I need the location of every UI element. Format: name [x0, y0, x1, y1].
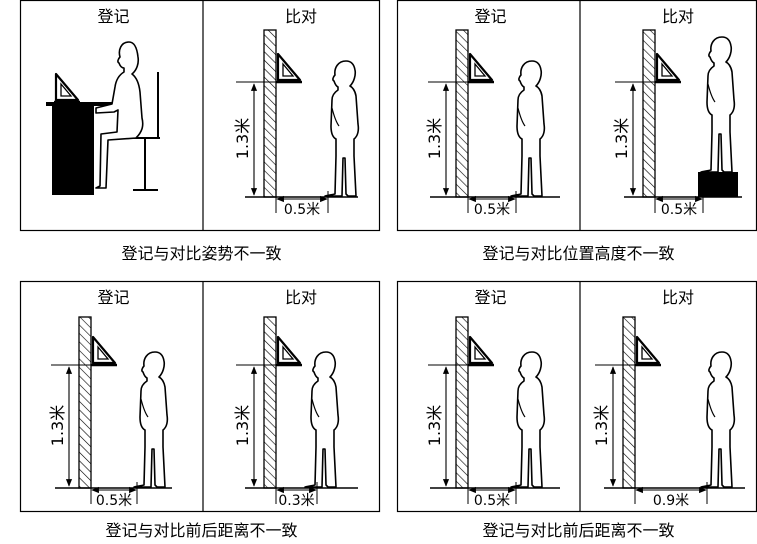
height-label: 1.3米 — [612, 118, 631, 159]
standing-person-icon — [700, 351, 736, 488]
panel-frame — [19, 280, 381, 513]
height-label: 1.3米 — [48, 405, 67, 446]
left-title: 登记 — [474, 7, 506, 26]
right-title: 比对 — [662, 288, 694, 307]
face-terminal-icon — [274, 335, 304, 367]
desk — [52, 104, 94, 195]
wall — [455, 316, 469, 489]
distance-label: 0.3米 — [278, 493, 314, 509]
standing-person-icon — [304, 351, 340, 488]
seated-person-icon — [95, 41, 144, 189]
panel-frame — [19, 0, 381, 232]
standing-person-icon — [510, 351, 546, 488]
distance-label: 0.5米 — [284, 202, 320, 218]
standing-person-icon — [700, 36, 736, 173]
right-title: 比对 — [285, 7, 317, 26]
wall — [642, 29, 656, 198]
wall — [622, 316, 636, 489]
standing-person-icon — [133, 351, 169, 488]
right-title: 比对 — [662, 7, 694, 26]
wall — [455, 29, 469, 198]
seated-scene — [46, 41, 160, 195]
panel-caption: 登记与对比前后距离不一致 — [482, 521, 674, 540]
distance-label: 0.5米 — [661, 202, 697, 218]
panel-caption: 登记与对比姿势不一致 — [121, 244, 281, 263]
chair — [118, 72, 160, 191]
height-label: 1.3米 — [233, 405, 252, 446]
left-title: 登记 — [474, 288, 506, 307]
standing-person-icon — [324, 60, 360, 197]
distance-label: 0.5米 — [474, 493, 510, 509]
panel-caption: 登记与对比位置高度不一致 — [482, 244, 674, 263]
height-label: 1.3米 — [592, 405, 611, 446]
wall — [263, 316, 277, 489]
step-platform — [698, 172, 738, 197]
wall — [263, 29, 277, 198]
panel-frame — [396, 280, 757, 513]
face-terminal-icon — [633, 335, 663, 367]
wall — [78, 316, 92, 489]
face-terminal-icon — [653, 52, 683, 84]
left-title: 登记 — [97, 288, 129, 307]
distance-label: 0.9米 — [653, 493, 689, 509]
left-title: 登记 — [97, 7, 129, 26]
right-title: 比对 — [285, 288, 317, 307]
face-terminal-icon — [52, 72, 82, 104]
height-label: 1.3米 — [233, 118, 252, 159]
standing-person-icon — [510, 60, 546, 197]
face-terminal-icon — [466, 335, 496, 367]
distance-label: 0.5米 — [474, 202, 510, 218]
height-label: 1.3米 — [425, 118, 444, 159]
panel-caption: 登记与对比前后距离不一致 — [105, 521, 297, 540]
height-label: 1.3米 — [425, 405, 444, 446]
distance-label: 0.5米 — [96, 493, 132, 509]
face-terminal-icon — [274, 52, 304, 84]
face-terminal-icon — [466, 52, 496, 84]
face-terminal-icon — [89, 335, 119, 367]
